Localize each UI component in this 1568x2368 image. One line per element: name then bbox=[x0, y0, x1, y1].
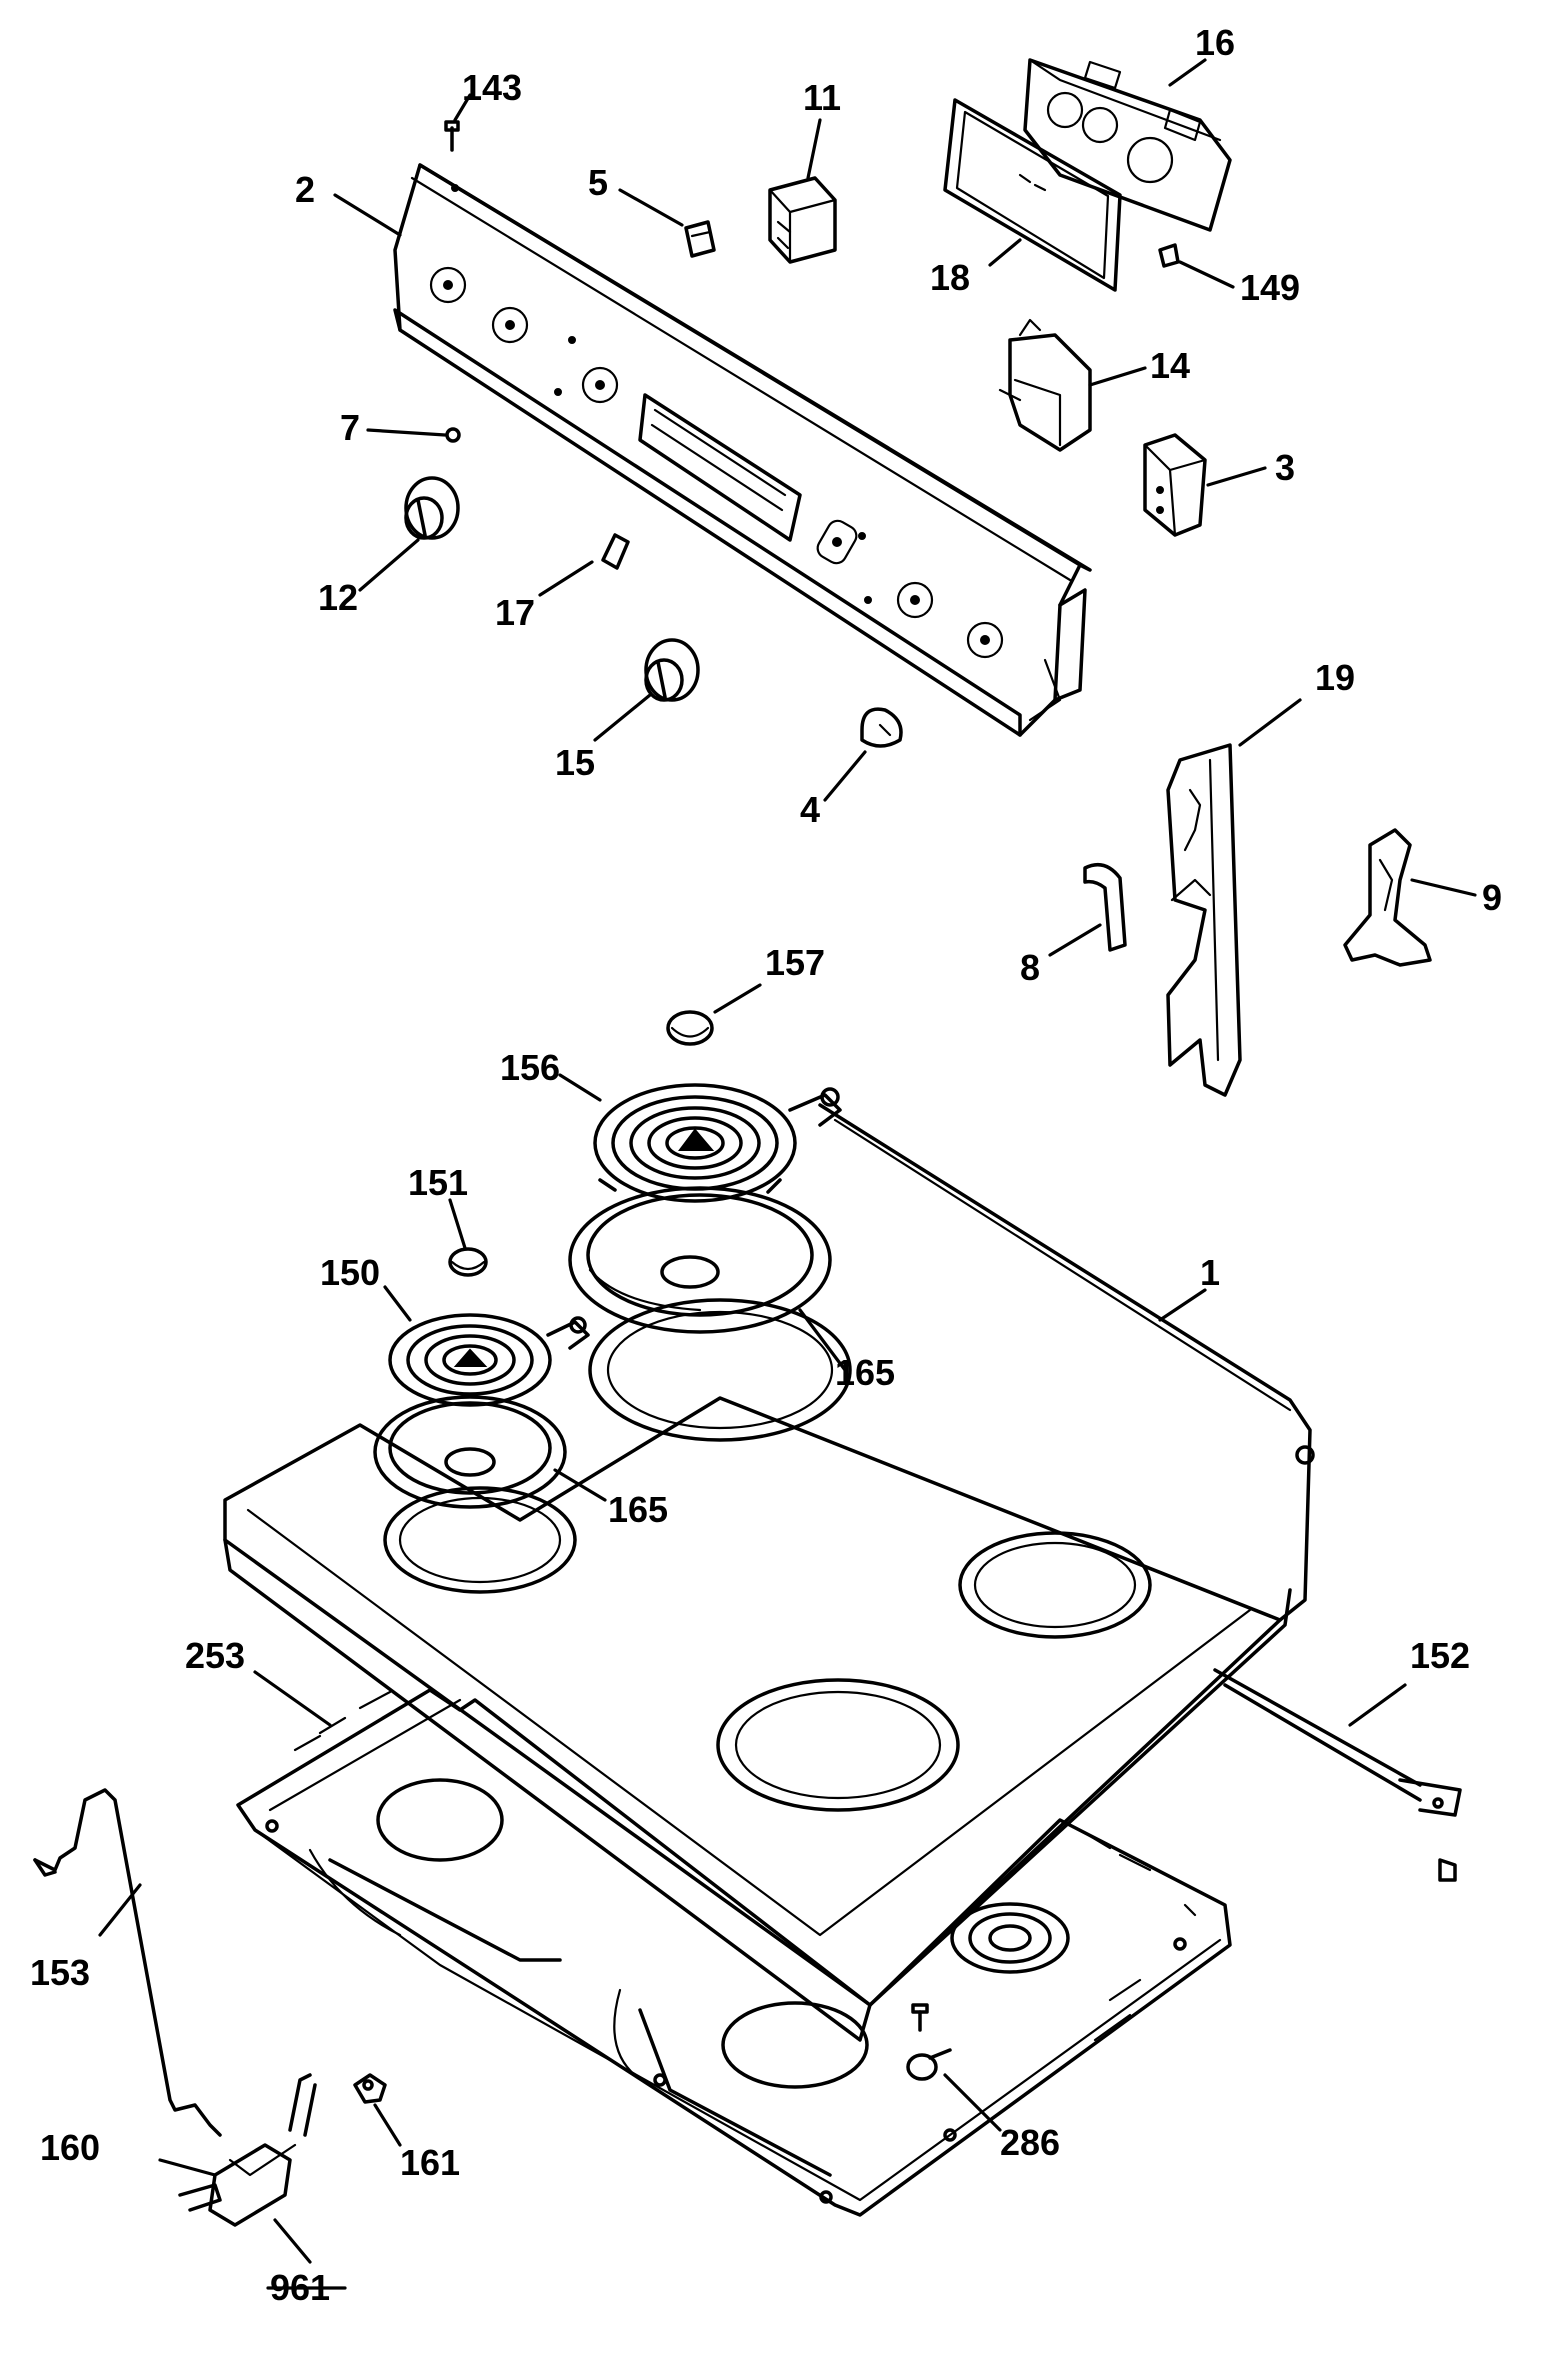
callout-149: 149 bbox=[1240, 267, 1300, 308]
callout-157: 157 bbox=[765, 942, 825, 983]
part-160-terminal-block bbox=[178, 2073, 317, 2227]
callout-19: 19 bbox=[1315, 657, 1355, 698]
screw-143 bbox=[444, 120, 460, 152]
part-165-drip-pan-large bbox=[568, 1186, 832, 1334]
callout-16: 16 bbox=[1195, 22, 1235, 63]
part-18-overlay bbox=[943, 98, 1122, 292]
callout-165-lower: 165 bbox=[608, 1489, 668, 1530]
part-3-switch bbox=[1143, 433, 1207, 537]
callout-1: 1 bbox=[1200, 1252, 1220, 1293]
part-9-bracket bbox=[1343, 828, 1432, 967]
part-150-small-element bbox=[388, 1313, 590, 1407]
callout-14: 14 bbox=[1150, 345, 1190, 386]
callout-2: 2 bbox=[295, 169, 315, 210]
callout-3: 3 bbox=[1275, 447, 1295, 488]
control-panel-backsplash bbox=[393, 163, 1092, 737]
callout-153: 153 bbox=[30, 1952, 90, 1993]
callout-160: 160 bbox=[40, 2127, 100, 2168]
callout-9: 9 bbox=[1482, 877, 1502, 918]
callout-4: 4 bbox=[800, 789, 820, 830]
part-19-bracket bbox=[1166, 743, 1242, 1097]
part-5-switch bbox=[684, 220, 716, 258]
callout-8: 8 bbox=[1020, 947, 1040, 988]
part-161-clip bbox=[353, 2073, 387, 2104]
part-7-screw bbox=[445, 427, 461, 443]
callout-165-top: 165 bbox=[835, 1352, 895, 1393]
part-253-main-top bbox=[236, 1688, 1232, 2217]
part-286-screw bbox=[906, 2003, 952, 2081]
leader-lines bbox=[98, 58, 1477, 2264]
part-157-cap bbox=[666, 1010, 714, 1046]
callout-11: 11 bbox=[803, 77, 841, 118]
callout-15: 15 bbox=[555, 742, 595, 783]
part-11-relay bbox=[768, 176, 837, 264]
callout-161: 161 bbox=[400, 2142, 460, 2183]
callout-17: 17 bbox=[495, 592, 535, 633]
part-4-knob bbox=[860, 707, 903, 748]
callout-5: 5 bbox=[588, 162, 608, 203]
part-152-rod bbox=[1213, 1668, 1462, 1882]
callout-286: 286 bbox=[1000, 2122, 1060, 2163]
part-165-drip-pan-small bbox=[373, 1395, 567, 1509]
part-16-control-board bbox=[1023, 58, 1232, 232]
part-14-switch bbox=[998, 318, 1092, 452]
callout-labels: 143 2 5 11 16 18 149 14 3 7 12 17 15 4 1… bbox=[30, 22, 1502, 2308]
part-156-large-element bbox=[593, 1083, 842, 1203]
callout-156: 156 bbox=[500, 1047, 560, 1088]
callout-151: 151 bbox=[408, 1162, 468, 1203]
part-149-clip bbox=[1158, 243, 1180, 268]
part-151-cap bbox=[448, 1247, 488, 1277]
part-15-knob bbox=[644, 638, 700, 702]
callout-253: 253 bbox=[185, 1635, 245, 1676]
part-17-lamp bbox=[601, 533, 630, 570]
callout-152: 152 bbox=[1410, 1635, 1470, 1676]
part-153-wire-rod bbox=[33, 1788, 222, 2137]
part-8-clip bbox=[1083, 862, 1127, 952]
part-12-knob bbox=[404, 476, 460, 540]
callout-143: 143 bbox=[462, 67, 522, 108]
callout-12: 12 bbox=[318, 577, 358, 618]
callout-150: 150 bbox=[320, 1252, 380, 1293]
callout-18: 18 bbox=[930, 257, 970, 298]
callout-7: 7 bbox=[340, 407, 360, 448]
part-1-cooktop bbox=[223, 1103, 1315, 2042]
